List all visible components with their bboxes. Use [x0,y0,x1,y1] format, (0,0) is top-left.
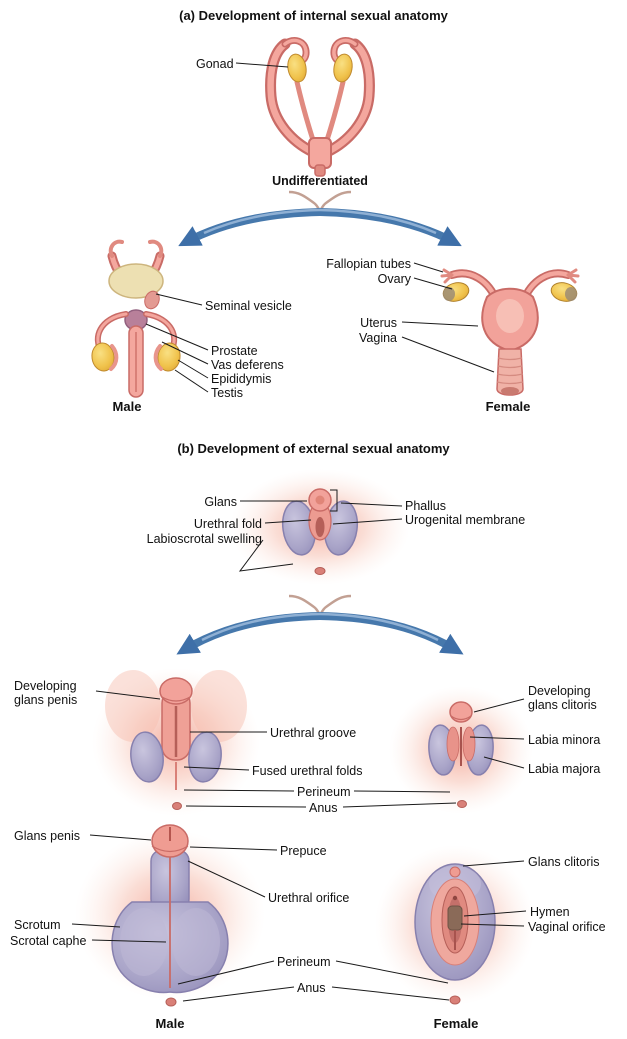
section-a-title: (a) Development of internal sexual anato… [179,8,448,23]
male-caption-a: Male [112,399,142,414]
label-fallopian-tubes: Fallopian tubes [326,257,411,271]
label-developing-glans-penis: Developing glans penis [14,679,78,708]
label-scrotal-caphe: Scrotal caphe [10,934,87,948]
label-prepuce: Prepuce [280,844,327,858]
label-vagina: Vagina [359,331,397,345]
branch-arrows-b [176,594,464,655]
label-epididymis: Epididymis [211,372,272,386]
label-developing-glans-clitoris: Developing glans clitoris [528,684,597,713]
label-urethral-groove: Urethral groove [270,726,357,740]
label-seminal-vesicle: Seminal vesicle [205,299,292,313]
label-fused-urethral-folds: Fused urethral folds [252,764,363,778]
section-b-title: (b) Development of external sexual anato… [177,441,450,456]
label-urethral-fold: Urethral fold [193,517,262,531]
brace-b [288,594,352,618]
label-phallus: Phallus [405,499,446,513]
label-uterus: Uterus [360,316,397,330]
label-vaginal-orifice: Vaginal orifice [528,920,606,934]
label-glans-penis: Glans penis [14,829,81,843]
label-perineum-bottom: Perineum [277,955,331,969]
developing-female-illustration [389,686,533,814]
leader-lines-a [145,62,495,393]
female-internal-illustration [440,268,580,396]
label-testis: Testis [211,386,243,400]
brace-a [288,190,352,214]
label-ovary: Ovary [377,272,411,286]
label-glans: Glans [204,495,237,509]
label-anus-bottom: Anus [297,981,326,995]
mature-female-illustration [375,845,535,1005]
undifferentiated-external-illustration [230,469,410,585]
female-caption-b: Female [433,1016,479,1031]
label-labia-minora: Labia minora [528,733,601,747]
mature-male-illustration [75,824,265,1007]
developing-male-illustration [92,668,260,816]
label-scrotum: Scrotum [14,918,61,932]
label-vas-deferens: Vas deferens [211,358,284,372]
male-caption-b: Male [155,1016,185,1031]
male-internal-illustration [91,239,181,398]
label-glans-clitoris: Glans clitoris [528,855,600,869]
arrow-left-a [178,208,321,247]
leader-lines-b [71,500,527,1002]
label-urogenital-membrane: Urogenital membrane [405,513,526,527]
label-gonad: Gonad [196,57,234,71]
label-prostate: Prostate [211,344,258,358]
female-caption-a: Female [485,399,531,414]
undifferentiated-internal-illustration [265,37,375,177]
label-labioscrotal-swelling: Labioscrotal swelling [146,532,262,546]
label-anus-mid: Anus [309,801,338,815]
arrow-right-a [319,208,462,247]
label-hymen: Hymen [530,905,570,919]
branch-arrows-a [178,190,462,247]
label-perineum-mid: Perineum [297,785,351,799]
label-labia-majora: Labia majora [528,762,601,776]
glans-bracket [330,489,338,512]
label-urethral-orifice: Urethral orifice [268,891,350,905]
label-undifferentiated: Undifferentiated [272,174,368,188]
